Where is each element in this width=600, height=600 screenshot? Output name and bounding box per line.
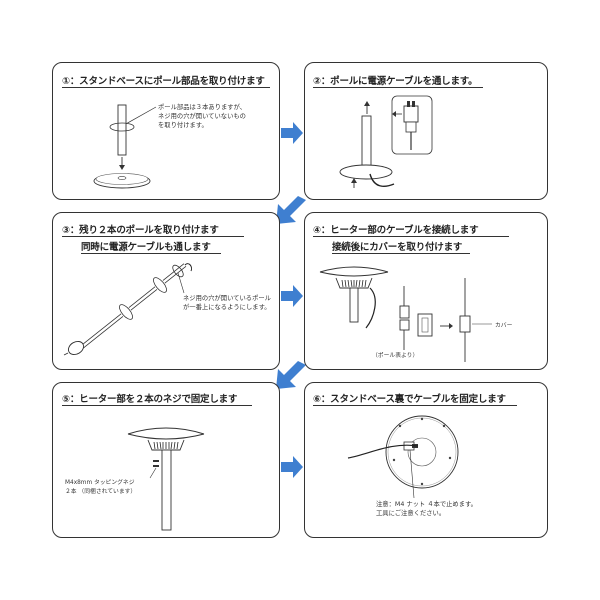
step-3-title: ③：残り２本のポールを取り付けます <box>62 222 219 236</box>
step-6-note-line: 注意：M4 ナット ４本で止めます。 <box>376 501 477 508</box>
step-1-number: ① <box>62 76 70 87</box>
arrow-down-left-icon <box>276 361 306 389</box>
arrow-down-left-icon <box>276 196 306 224</box>
step-3-title-line1: ：残り２本のポールを取り付けます <box>69 225 219 236</box>
step-4-cover-label: カバー <box>495 323 513 329</box>
step-3-title-underline <box>62 236 244 237</box>
step-1-note-line: を取り付けます。 <box>158 122 208 129</box>
step-2-illustration <box>339 95 433 188</box>
step-3-number: ③ <box>62 225 70 236</box>
step-4-title-line2: 接続後にカバーを取り付けます <box>332 242 463 253</box>
step-4-title: ④：ヒーター部のケーブルを接続します <box>313 222 479 236</box>
step-3-title-underline <box>81 253 221 254</box>
step-1-title-underline <box>62 87 270 88</box>
step-5-number: ⑤ <box>62 394 70 405</box>
arrow-right-icon <box>281 122 303 144</box>
step-3-note: ネジ用の穴が開いているポール が一番上になるようにします。 <box>183 294 271 312</box>
step-3-illustration <box>63 263 192 356</box>
step-5-title-underline <box>62 405 252 406</box>
step-6-note: 注意：M4 ナット ４本で止めます。 工具にご注意ください。 <box>376 500 477 518</box>
step-2-title: ②：ポールに電源ケーブルを通します。 <box>313 73 478 87</box>
step-5-title: ⑤：ヒーター部を２本のネジで固定します <box>62 391 237 405</box>
arrow-right-icon <box>281 456 303 478</box>
step-3-note-line: ネジ用の穴が開いているポール <box>183 295 271 302</box>
step-6-illustration <box>347 415 459 499</box>
step-5-title-text: ：ヒーター部を２本のネジで固定します <box>69 394 238 405</box>
step-5-screw-line: ２本 （同梱されています） <box>65 488 137 495</box>
step-5-screw-line: M4x8mm タッピングネジ <box>65 480 135 486</box>
step-5-illustration <box>127 427 205 531</box>
step-6-note-line: 工具にご注意ください。 <box>376 510 446 517</box>
step-1-note-line: ネジ用の穴が開いていないもの <box>158 113 246 120</box>
step-6-number: ⑥ <box>313 394 321 405</box>
step-4-illustration <box>319 266 492 362</box>
step-4-title-underline <box>332 253 470 254</box>
step-1-note-line: ポール部品は３本ありますが、 <box>158 104 247 111</box>
step-4-panel <box>304 212 548 370</box>
step-2-title-text: ：ポールに電源ケーブルを通します。 <box>320 76 478 87</box>
step-1-note: ポール部品は３本ありますが、 ネジ用の穴が開いていないもの を取り付けます。 <box>158 103 246 130</box>
step-2-title-underline <box>313 87 483 88</box>
step-2-number: ② <box>313 76 321 87</box>
step-6-title: ⑥：スタンドベース裏でケーブルを固定します <box>313 391 506 405</box>
step-6-title-underline <box>313 405 517 406</box>
step-4-title-underline <box>313 236 509 237</box>
step-1-panel <box>52 62 280 200</box>
step-5-screw-info: M4x8mm タッピングネジ ２本 （同梱されています） <box>65 479 136 496</box>
step-1-title: ①：スタンドベースにポール部品を取り付けます <box>62 73 265 87</box>
step-3-note-line: が一番上になるようにします。 <box>183 304 271 311</box>
step-6-title-text: ：スタンドベース裏でケーブルを固定します <box>320 394 506 405</box>
step-1-illustration <box>93 104 157 189</box>
step-4-title-line1: ：ヒーター部のケーブルを接続します <box>320 225 479 236</box>
arrow-right-icon <box>281 285 303 307</box>
step-1-title-text: ：スタンドベースにポール部品を取り付けます <box>69 76 265 87</box>
step-3-title-line2: 同時に電源ケーブルも通します <box>81 242 211 253</box>
step-4-number: ④ <box>313 225 321 236</box>
step-4-pole-label: （ポール表より） <box>372 353 419 359</box>
